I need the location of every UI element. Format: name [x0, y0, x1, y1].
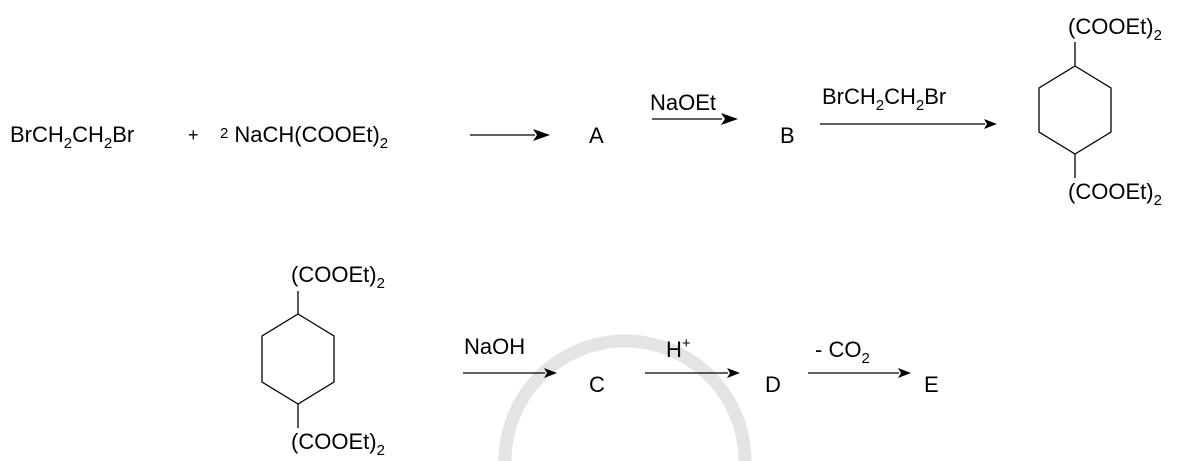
watermark-ring — [498, 334, 752, 461]
reaction-arrow-2 — [652, 113, 738, 125]
reaction-arrow-4 — [463, 368, 557, 378]
reaction-arrow-6 — [808, 368, 911, 378]
product-d: D — [765, 372, 781, 397]
product-c: C — [589, 372, 605, 397]
reaction-arrow-1 — [470, 129, 550, 141]
reagent-naoh: NaOH — [464, 334, 525, 359]
ring-2-top-substituent: (COOEt)2 — [291, 262, 385, 292]
reagent-naoet: NaOEt — [650, 90, 716, 115]
plus-sign: + — [188, 125, 199, 145]
ring-2-bottom-substituent: (COOEt)2 — [291, 429, 385, 459]
product-b: B — [780, 123, 795, 148]
reactant-dibromoethane: BrCH2CH2Br — [10, 122, 134, 152]
reagent-dibromoethane: BrCH2CH2Br — [822, 84, 946, 114]
product-a: A — [589, 123, 604, 148]
reaction-arrow-5 — [645, 368, 740, 378]
cyclohexane-ring-2 — [261, 291, 335, 428]
cyclohexane-ring-1 — [1038, 42, 1112, 178]
reagent-acid: H+ — [666, 335, 691, 362]
product-e: E — [924, 372, 939, 397]
reaction-arrow-3 — [820, 119, 997, 129]
ring-1-bottom-substituent: (COOEt)2 — [1068, 179, 1162, 209]
ring-1-top-substituent: (COOEt)2 — [1068, 14, 1162, 44]
reagent-decarboxylation: - CO2 — [815, 337, 870, 367]
